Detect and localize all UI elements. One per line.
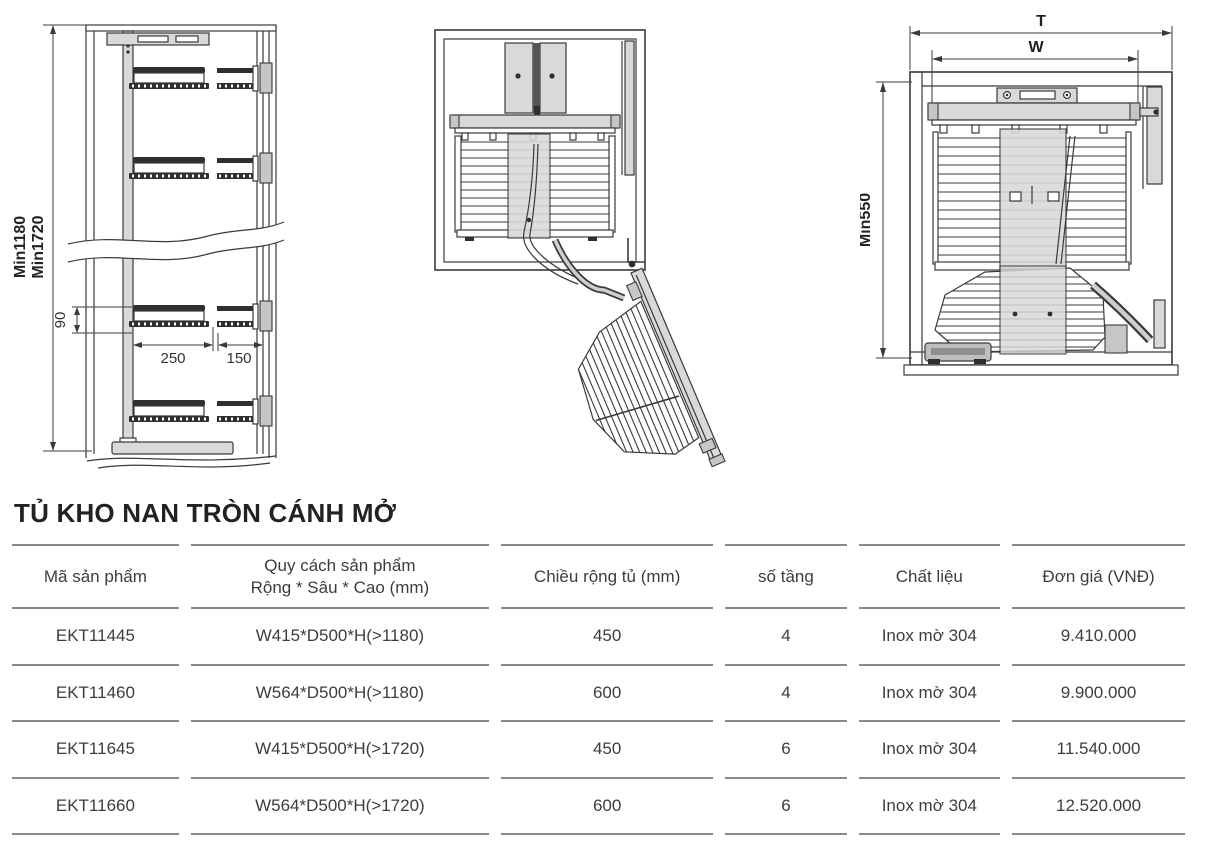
- cell-tiers: 4: [725, 609, 847, 666]
- cell-product-code: EKT11460: [12, 666, 179, 722]
- main-basket-top-view: [932, 128, 1132, 271]
- arm-mount: [1153, 299, 1166, 349]
- basket-center-panel: [507, 133, 551, 239]
- dim-label-250: 250: [160, 350, 185, 367]
- dim-cabinet-height: Min1180 Min1720: [12, 24, 92, 452]
- cell-cabinet-width: 600: [501, 779, 714, 835]
- basket-tier-3: [127, 299, 274, 333]
- dim-basket-gap: 90: [52, 306, 132, 334]
- cabinet-outline: [434, 29, 646, 271]
- dim-basket-width: 250: [132, 327, 214, 367]
- diagram-plan-door-open: [434, 29, 726, 476]
- cell-cabinet-width: 600: [501, 666, 714, 722]
- product-spec-table: Mã sản phẩm Quy cách sản phẩm Rộng * Sâu…: [0, 544, 1197, 835]
- cabinet-base: [903, 364, 1179, 376]
- cell-product-code: EKT11645: [12, 722, 179, 779]
- table-header-row: Mã sản phẩm Quy cách sản phẩm Rộng * Sâu…: [12, 544, 1185, 609]
- cell-tiers: 6: [725, 722, 847, 779]
- col-header-cabinet-width: Chiều rộng tủ (mm): [501, 544, 714, 609]
- cell-price: 11.540.000: [1012, 722, 1185, 779]
- swing-arm: [551, 238, 626, 302]
- hinge-bracket: [627, 238, 645, 263]
- cell-spec: W564*D500*H(>1720): [190, 779, 489, 835]
- table-row: EKT11460 W564*D500*H(>1180) 600 4 Inox m…: [12, 666, 1185, 722]
- cell-spec: W415*D500*H(>1180): [190, 609, 489, 666]
- cell-product-code: EKT11660: [12, 779, 179, 835]
- col-header-material: Chất liệu: [858, 544, 1001, 609]
- cell-tiers: 4: [725, 666, 847, 722]
- col-header-tiers: số tầng: [725, 544, 847, 609]
- dim-label-min-height-2: Min1720: [30, 215, 47, 278]
- door-basket-panel: [999, 265, 1067, 355]
- dim-label-T: T: [1036, 14, 1046, 30]
- col-header-price: Đơn giá (VNĐ): [1012, 544, 1185, 609]
- dim-label-150: 150: [226, 350, 251, 367]
- cell-material: Inox mờ 304: [858, 722, 1001, 779]
- side-panel: [1146, 86, 1163, 185]
- cell-tiers: 6: [725, 779, 847, 835]
- carrier-bar-top: [927, 102, 1141, 121]
- cell-product-code: EKT11445: [12, 609, 179, 666]
- cell-price: 9.410.000: [1012, 609, 1185, 666]
- cell-spec: W415*D500*H(>1720): [190, 722, 489, 779]
- floor-break-line: [86, 455, 277, 462]
- dim-label-min550: Min550: [860, 193, 874, 247]
- basket-tier-1: [127, 61, 274, 95]
- break-line-band: [68, 222, 284, 262]
- open-door-assembly: [561, 267, 726, 476]
- dim-label-90: 90: [52, 312, 69, 329]
- basket-tier-2: [127, 151, 274, 185]
- cell-material: Inox mờ 304: [858, 779, 1001, 835]
- dim-inner-width: W: [931, 39, 1139, 104]
- dim-label-min-height-1: Min1180: [12, 216, 29, 278]
- cell-price: 12.520.000: [1012, 779, 1185, 835]
- cell-cabinet-width: 450: [501, 722, 714, 779]
- basket-tier-4: [127, 394, 274, 428]
- cabinet-top-rail: [85, 24, 277, 32]
- diagram-plan-dimensions: T W Min550: [860, 14, 1179, 376]
- cell-price: 9.900.000: [1012, 666, 1185, 722]
- diagram-side-elevation: Min1180 Min1720: [12, 24, 285, 469]
- cell-spec: W564*D500*H(>1180): [190, 666, 489, 722]
- page-title: TỦ KHO NAN TRÒN CÁNH MỞ: [14, 498, 397, 528]
- table-row: EKT11660 W564*D500*H(>1720) 600 6 Inox m…: [12, 779, 1185, 835]
- dim-label-W: W: [1028, 39, 1044, 56]
- carrier-bar: [449, 114, 621, 129]
- door-basket-top-view: [934, 265, 1106, 355]
- col-header-spec: Quy cách sản phẩm Rộng * Sâu * Cao (mm): [190, 544, 489, 609]
- col-header-product-code: Mã sản phẩm: [12, 544, 179, 609]
- cell-cabinet-width: 450: [501, 609, 714, 666]
- base-plate: [111, 441, 234, 455]
- dim-door-basket-width: 150: [217, 333, 263, 367]
- main-wire-basket: [454, 133, 616, 241]
- cell-material: Inox mờ 304: [858, 609, 1001, 666]
- pullout-post: [122, 30, 134, 444]
- table-row: EKT11645 W415*D500*H(>1720) 450 6 Inox m…: [12, 722, 1185, 779]
- dim-depth: Min550: [860, 81, 912, 359]
- arm-block: [1104, 324, 1128, 354]
- cell-material: Inox mờ 304: [858, 666, 1001, 722]
- table-row: EKT11445 W415*D500*H(>1180) 450 4 Inox m…: [12, 609, 1185, 666]
- door-edge-panel: [624, 40, 635, 176]
- dim-total-width: T: [909, 14, 1173, 70]
